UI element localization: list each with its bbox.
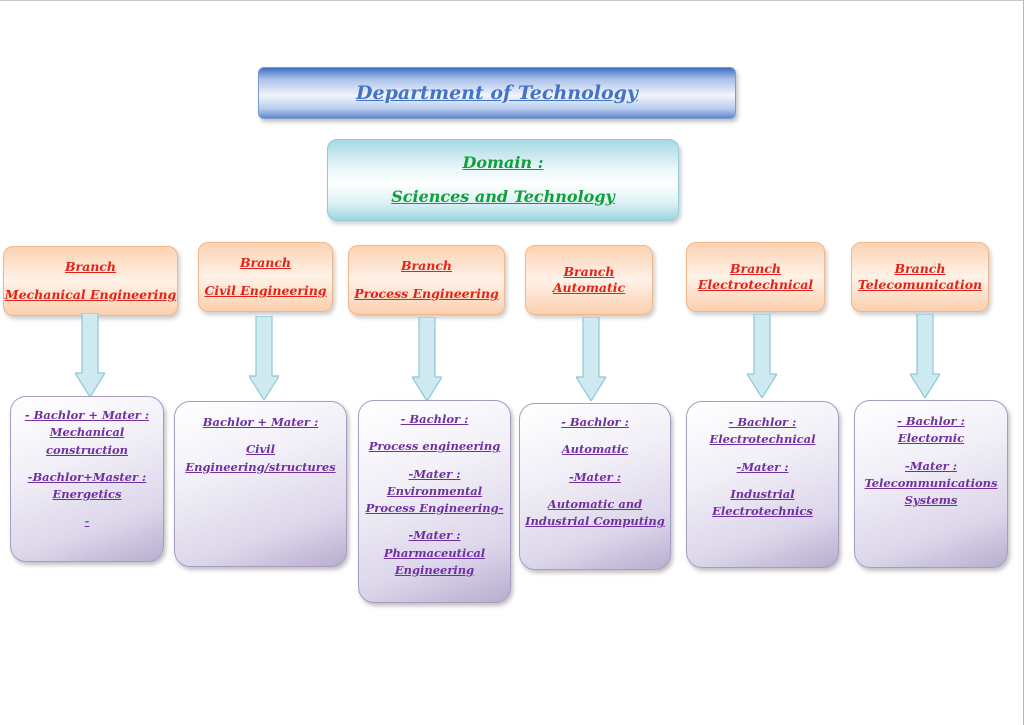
branch-process-box: Branch Process Engineering [348,245,505,315]
program-box-automatic: - Bachlor : Automatic -Mater : Automatic… [519,403,671,570]
branch-label: Branch [894,260,946,276]
program-line: Industrial Computing [525,514,665,528]
department-box: Department of Technology [258,67,736,119]
program-line: - Bachlor : [897,414,965,428]
program-line: -Mater : [736,459,789,474]
program-line: Environmental [386,483,483,498]
down-arrow-icon [412,317,442,401]
program-line: Engineering [394,562,475,577]
program-line: -Mater : [569,469,621,484]
branch-electrotechnical-box: Branch Electrotechnical [686,242,825,312]
branch-label: Branch [239,254,292,270]
down-arrow-icon [910,314,940,398]
program-box-civil: Bachlor + Mater : Civil Engineering/stru… [174,401,347,567]
branch-name: Automatic [552,280,626,295]
branch-automatic-box: Branch Automatic [525,245,653,315]
branch-name: Telecomunication [857,277,983,292]
domain-label: Domain : [462,153,544,172]
branch-mechanical-box: Branch Mechanical Engineering [3,246,178,316]
branch-name: Civil Engineering [204,283,327,298]
program-line: - Bachlor : [400,412,469,426]
program-line: Systems [904,493,958,507]
program-line: Civil [246,442,275,457]
program-line: Electrotechnics [712,504,813,518]
program-box-process: - Bachlor : Process engineering -Mater :… [358,400,511,603]
program-line: Electornic [897,431,965,446]
program-line: Industrial [730,486,795,501]
down-arrow-icon [249,316,279,400]
program-line: - [84,514,90,529]
program-line: Engineering/structures [185,459,336,474]
program-line: - Bachlor + Mater : [24,408,150,422]
program-box-electrotechnical: - Bachlor : Electrotechnical -Mater : In… [686,401,839,568]
down-arrow-icon [576,317,606,401]
program-line: -Mater : [905,458,957,473]
program-box-mechanical: - Bachlor + Mater : Mechanical construct… [10,396,164,562]
branch-name: Process Engineering [354,286,499,301]
program-line: Mechanical [49,425,125,440]
program-line: Telecommunications [864,475,998,490]
program-box-telecommunication: - Bachlor : Electornic -Mater : Telecomm… [854,400,1008,568]
branch-label: Branch [729,260,782,276]
branch-civil-box: Branch Civil Engineering [198,242,333,312]
program-line: Process Engineering- [365,501,504,515]
down-arrow-icon [747,314,777,398]
program-line: - Bachlor : [561,415,629,429]
program-line: -Mater : [408,466,461,481]
program-line: Process engineering [368,439,501,454]
program-line: Automatic and [547,496,643,511]
program-line: Energetics [52,487,122,501]
program-line: Bachlor + Mater : [202,415,319,429]
domain-name: Sciences and Technology [391,187,615,206]
branch-label: Branch [64,258,117,274]
program-line: Electrotechnical [709,432,816,447]
branch-name: Electrotechnical [697,277,814,292]
branch-telecommunication-box: Branch Telecomunication [851,242,989,312]
program-line: -Mater : [408,528,461,543]
program-line: -Bachlor+Master : [27,469,147,484]
department-title: Department of Technology [356,82,638,104]
page-border-top [0,0,1024,1]
branch-name: Mechanical Engineering [4,287,177,302]
domain-box: Domain : Sciences and Technology [327,139,679,221]
branch-label: Branch [400,257,453,273]
down-arrow-icon [75,313,105,397]
program-line: Automatic [561,442,629,457]
program-line: - Bachlor : [728,415,797,429]
branch-label: Branch [563,263,615,279]
program-line: construction [46,442,128,457]
program-line: Pharmaceutical [383,545,486,560]
